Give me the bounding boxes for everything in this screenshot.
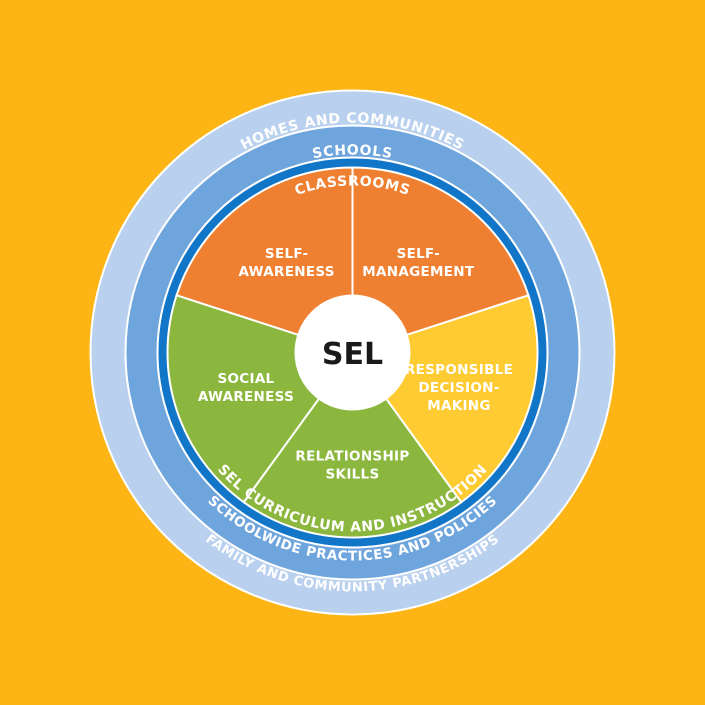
segment-label-self-management: SELF-MANAGEMENT	[362, 246, 475, 280]
segment-relationship-skills	[242, 350, 463, 539]
competency-segments: SELF-AWARENESS SELF-MANAGEMENT RESPONSIBLE…	[166, 166, 539, 539]
center-circle	[294, 294, 411, 411]
segment-self-management	[351, 166, 530, 354]
center-label: SEL	[322, 337, 383, 372]
segment-self-awareness	[175, 166, 354, 354]
segment-label-self-awareness: SELF-AWARENESS	[239, 246, 335, 280]
